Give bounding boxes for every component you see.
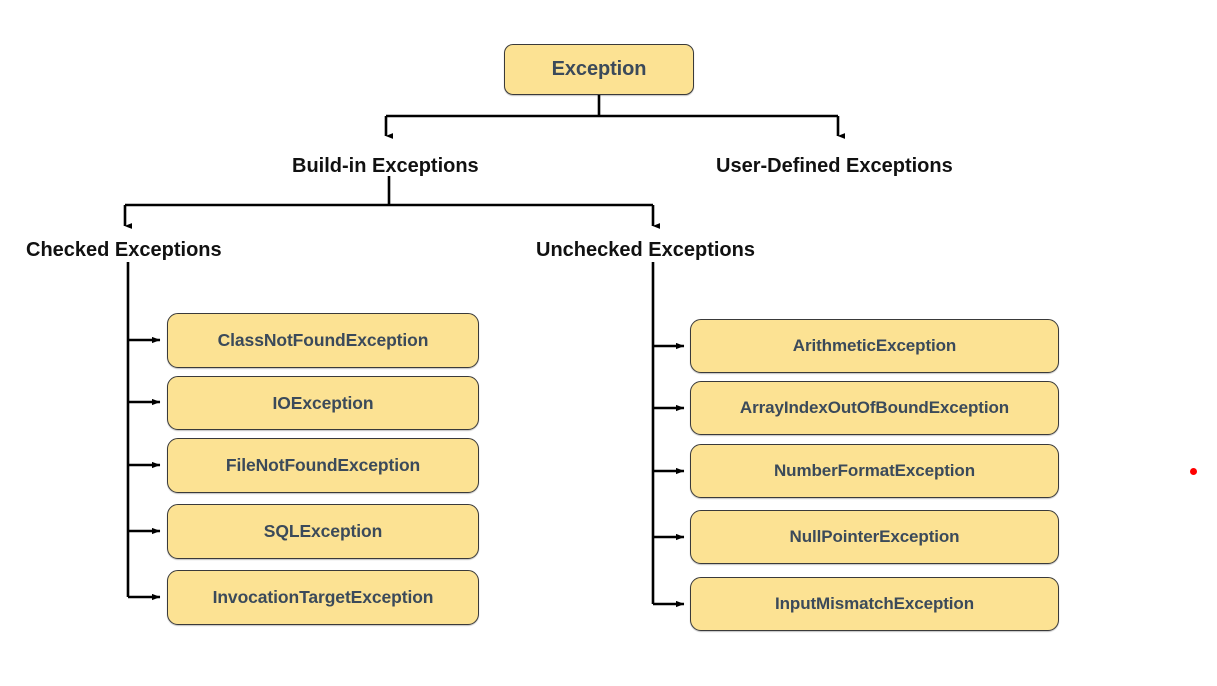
node-ioexception[interactable]: IOException — [167, 376, 479, 430]
label-checked-exceptions: Checked Exceptions — [26, 239, 222, 261]
label-unchecked-exceptions: Unchecked Exceptions — [536, 239, 755, 261]
label-user-defined-exceptions: User-Defined Exceptions — [716, 155, 953, 177]
red-dot-marker — [1190, 468, 1197, 475]
node-arithmeticexception[interactable]: ArithmeticException — [690, 319, 1059, 373]
node-invocationtargetexception[interactable]: InvocationTargetException — [167, 570, 479, 625]
node-filenotfoundexception[interactable]: FileNotFoundException — [167, 438, 479, 493]
node-numberformatexception[interactable]: NumberFormatException — [690, 444, 1059, 498]
node-nullpointerexception[interactable]: NullPointerException — [690, 510, 1059, 564]
node-classnotfoundexception[interactable]: ClassNotFoundException — [167, 313, 479, 368]
node-inputmismatchexception[interactable]: InputMismatchException — [690, 577, 1059, 631]
node-sqlexception[interactable]: SQLException — [167, 504, 479, 559]
node-exception-root[interactable]: Exception — [504, 44, 694, 95]
node-arrayindexoutofboundexception[interactable]: ArrayIndexOutOfBoundException — [690, 381, 1059, 435]
label-build-in-exceptions: Build-in Exceptions — [292, 155, 479, 177]
